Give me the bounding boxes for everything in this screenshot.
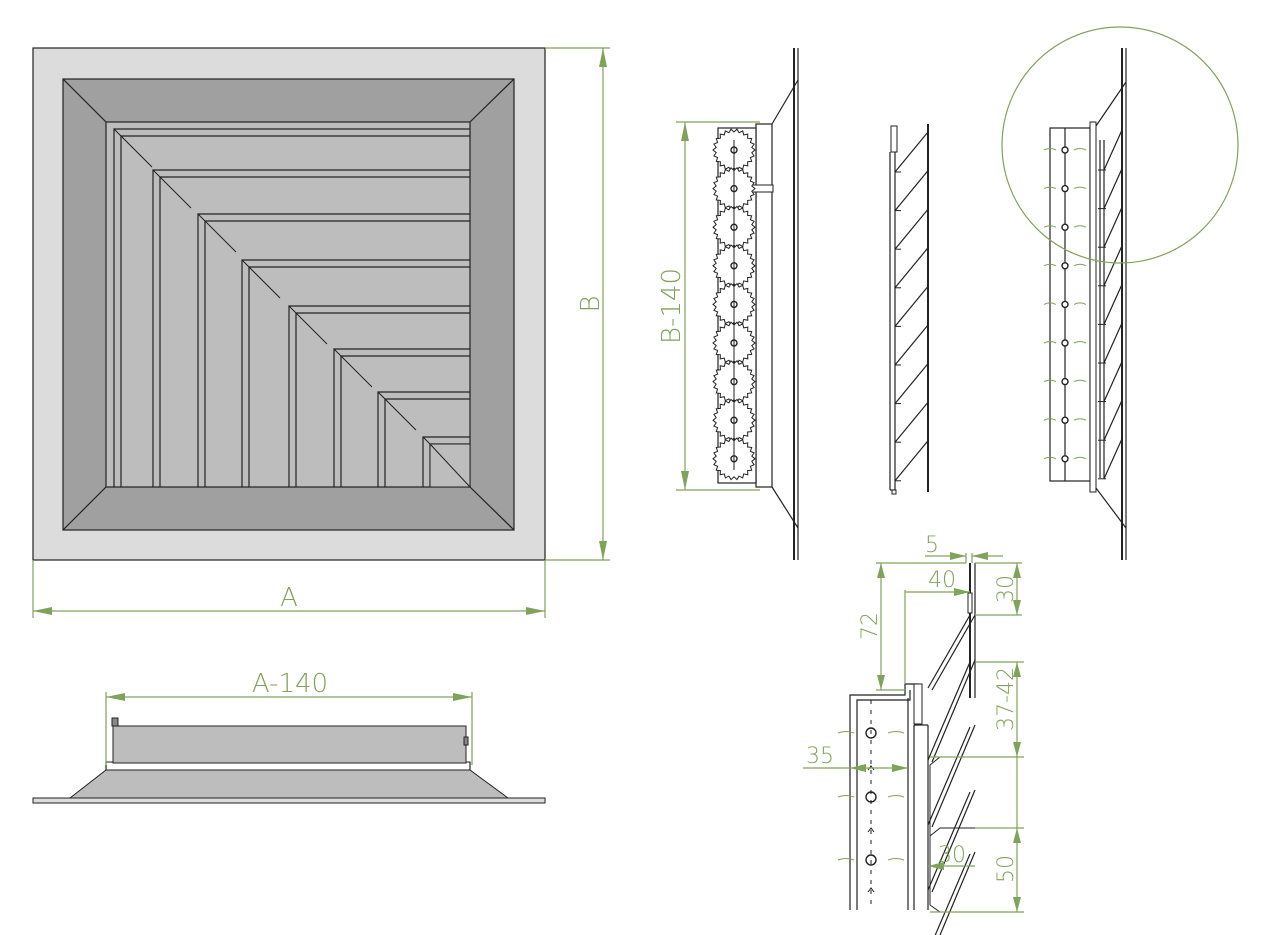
dimension-50-label: 50 [994, 855, 1019, 883]
blade-set [113, 128, 471, 488]
pivot [1061, 184, 1069, 193]
blade-profile [1103, 245, 1123, 287]
front-view [32, 47, 546, 561]
dimension-b-label: B [576, 295, 606, 312]
pin-mark [837, 731, 905, 734]
dimension-40: 40 [904, 568, 970, 684]
blade-profile [1103, 322, 1123, 364]
assembly-blades [1043, 129, 1123, 480]
dimension-a-minus-140-label: A-140 [252, 669, 328, 699]
pivot [1061, 300, 1069, 309]
pivot [1061, 146, 1069, 154]
blade-miter [429, 443, 471, 488]
side-view-gears [712, 48, 799, 560]
detail-blade [931, 789, 976, 893]
link-mark [867, 765, 875, 771]
blade-profile [894, 247, 929, 289]
dimension-50: 50 [930, 757, 1024, 913]
detail-view [837, 563, 976, 935]
detail-circle [1001, 26, 1239, 264]
link-mark [867, 827, 875, 833]
blade-profile [1103, 361, 1123, 402]
blade-profile [894, 170, 929, 211]
blade-profile [1103, 206, 1123, 248]
dimension-35-label: 35 [806, 744, 834, 769]
blade-profiles [894, 131, 929, 482]
pivot [1061, 377, 1069, 386]
pin-mark [1043, 379, 1087, 383]
dimension-a-minus-140: A-140 [105, 669, 473, 765]
pivot [1061, 339, 1069, 347]
dimension-37-42: 37-42 [930, 661, 1024, 758]
detail-blade [927, 791, 971, 891]
dimension-b-minus-140: B-140 [657, 121, 760, 491]
dimension-5: 5 [925, 533, 1003, 563]
dimension-a: A [32, 560, 546, 618]
dimension-30-top: 30 [975, 562, 1022, 616]
blade-profile [1103, 438, 1123, 480]
detail-blade [931, 659, 976, 763]
pin-mark [1043, 263, 1087, 267]
blade-profile [894, 208, 929, 250]
blade-miter [377, 391, 417, 431]
blade-profile [1103, 399, 1123, 441]
pivot [1061, 416, 1069, 424]
dimension-5-label: 5 [925, 533, 939, 558]
detail-blade [927, 726, 971, 826]
dimension-35: 35 [803, 744, 908, 772]
blade-profile [894, 131, 929, 173]
pivot [1061, 262, 1069, 270]
pin-mark [1043, 341, 1087, 344]
side-view-assembly [1001, 26, 1239, 560]
dimension-40-label: 40 [928, 568, 956, 593]
dimension-b-minus-140-label: B-140 [657, 268, 687, 344]
blade-miter [152, 169, 192, 209]
blade-miter [241, 259, 281, 299]
pin-mark [1043, 148, 1087, 151]
pin-mark [1043, 225, 1087, 228]
pivot [1061, 223, 1069, 231]
blade-profile [894, 363, 929, 404]
blade-profile [894, 401, 929, 443]
pin-mark [1043, 302, 1087, 305]
pivot [1061, 455, 1069, 463]
dimension-30-bottom: 30 [928, 843, 975, 870]
dimension-72-label: 72 [858, 612, 883, 640]
pin-mark [1043, 456, 1087, 460]
dimension-30-top-label: 30 [994, 575, 1019, 603]
blade-miter [288, 305, 328, 345]
pin-mark [1043, 418, 1087, 421]
blade-profile [1103, 168, 1123, 209]
blade-miter [113, 128, 153, 168]
detail-blade [931, 724, 976, 828]
blade-miter [333, 348, 373, 388]
dimension-b: B [545, 47, 610, 561]
inner-core [105, 121, 471, 488]
dimension-72: 72 [858, 562, 966, 691]
link-mark [867, 887, 875, 893]
detail-blade [939, 851, 976, 935]
detail-pins [837, 700, 905, 910]
detail-blade [934, 853, 971, 935]
detail-blade [929, 827, 975, 905]
pin-mark [1043, 186, 1087, 190]
blade-profile [1103, 129, 1123, 171]
dimension-30-bottom-label: 30 [938, 843, 966, 868]
pin-mark [837, 795, 905, 798]
blade-profile [894, 286, 929, 327]
dimension-37-42-label: 37-42 [994, 667, 1019, 731]
blade-profile [1103, 284, 1123, 325]
side-view-blades [889, 124, 929, 495]
bottom-view [32, 717, 546, 804]
dimension-a-label: A [280, 583, 298, 613]
gear-chain [712, 128, 756, 481]
blade-miter [197, 213, 237, 253]
pin-mark [837, 858, 905, 861]
detail-blade [927, 661, 971, 761]
blade-profile [894, 440, 929, 482]
detail-blades [927, 659, 976, 935]
blade-profile [894, 324, 929, 366]
